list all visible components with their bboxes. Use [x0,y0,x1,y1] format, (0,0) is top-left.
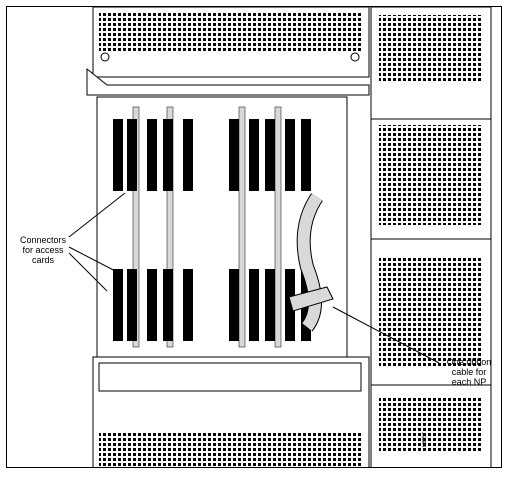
connector-block [229,119,239,191]
leader-lines [68,192,440,364]
ribbon-cable-callout: One ribbon cable for each NP [446,357,492,387]
connector-block [183,119,193,191]
top-vent-panel [86,7,370,96]
chassis-drawing [68,7,492,467]
connector-block [163,269,173,341]
connector-block [265,119,275,191]
figure-frame: Connectors for access cards One ribbon c… [6,6,502,468]
ribbon-cable [288,193,334,332]
connector-block [265,269,275,341]
connector-block [249,119,259,191]
connector-block [249,269,259,341]
connector-block [127,119,137,191]
connector-block [147,269,157,341]
side-vent-panel [370,7,492,467]
bottom-vent-panel [92,356,370,467]
figure-id: H8557 [422,432,428,447]
connector-block [183,269,193,341]
connector-block [113,119,123,191]
connector-block [147,119,157,191]
connectors-callout: Connectors for access cards [19,235,67,265]
connector-block [301,119,311,191]
connector-block [163,119,173,191]
connector-block [113,269,123,341]
connector-block [285,269,295,341]
connector-block [229,269,239,341]
connector-block [285,119,295,191]
connector-block [127,269,137,341]
